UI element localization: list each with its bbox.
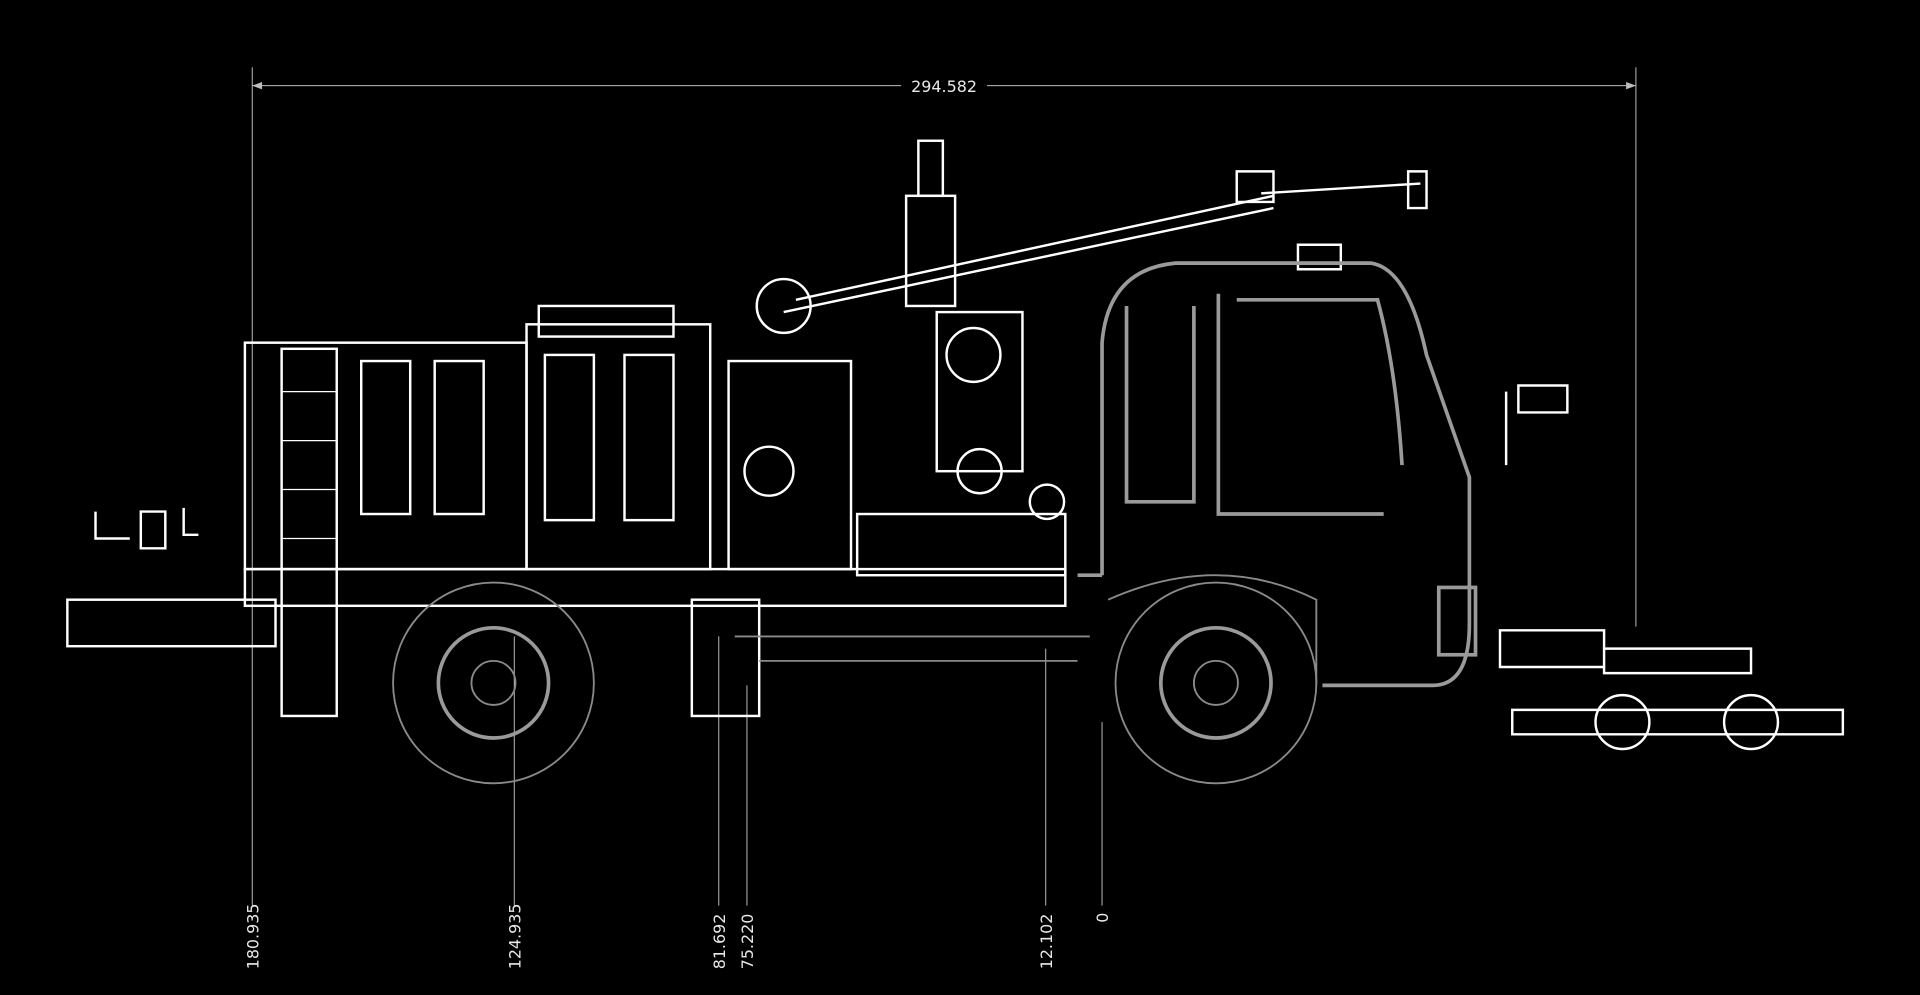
truck-chassis — [392, 261, 1478, 785]
overall-dimension-label: 294.582 — [911, 77, 977, 96]
ordinate-label-2: 124.935 — [505, 904, 524, 970]
ordinate-label-6: 0 — [1093, 913, 1112, 923]
ordinate-label-3: 81.692 — [710, 914, 729, 970]
ordinate-label-1: 180.935 — [243, 904, 262, 970]
equipment-body — [66, 139, 1845, 751]
ordinate-label-4: 75.220 — [738, 914, 757, 970]
overall-dimension: 294.582 — [251, 67, 1637, 906]
ordinate-label-5: 12.102 — [1037, 914, 1056, 970]
ordinate-dimensions: 180.935 124.935 81.692 75.220 12.102 0 — [243, 636, 1112, 969]
